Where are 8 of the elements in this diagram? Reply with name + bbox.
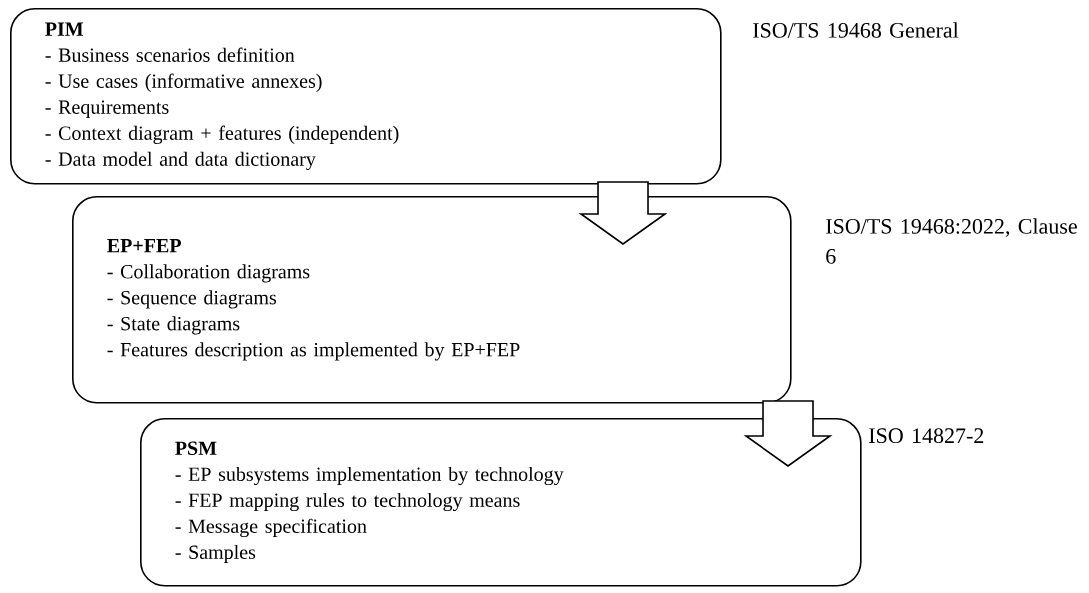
standard-reference: ISO/TS 19468 General: [753, 22, 959, 38]
stage-box: PIM - Business scenarios definition - Use cases (informative annexes) - Requirements - Context diagram + features (independent) - Data model and data dictionary: [10, 8, 722, 185]
stage-box: EP+FEP - Collaboration diagrams - Sequence diagrams - State diagrams - Features description as implemented by EP+FEP: [72, 196, 792, 404]
standard-reference: ISO/TS 19468:2022, Clause 6: [826, 218, 1077, 264]
stage-box: PSM - EP subsystems implementation by technology - FEP mapping rules to technology means - Message specification - Samples: [140, 418, 862, 587]
block-arrow: [743, 400, 833, 467]
standard-reference: ISO 14827-2: [869, 428, 984, 444]
block-arrow: [578, 181, 668, 245]
